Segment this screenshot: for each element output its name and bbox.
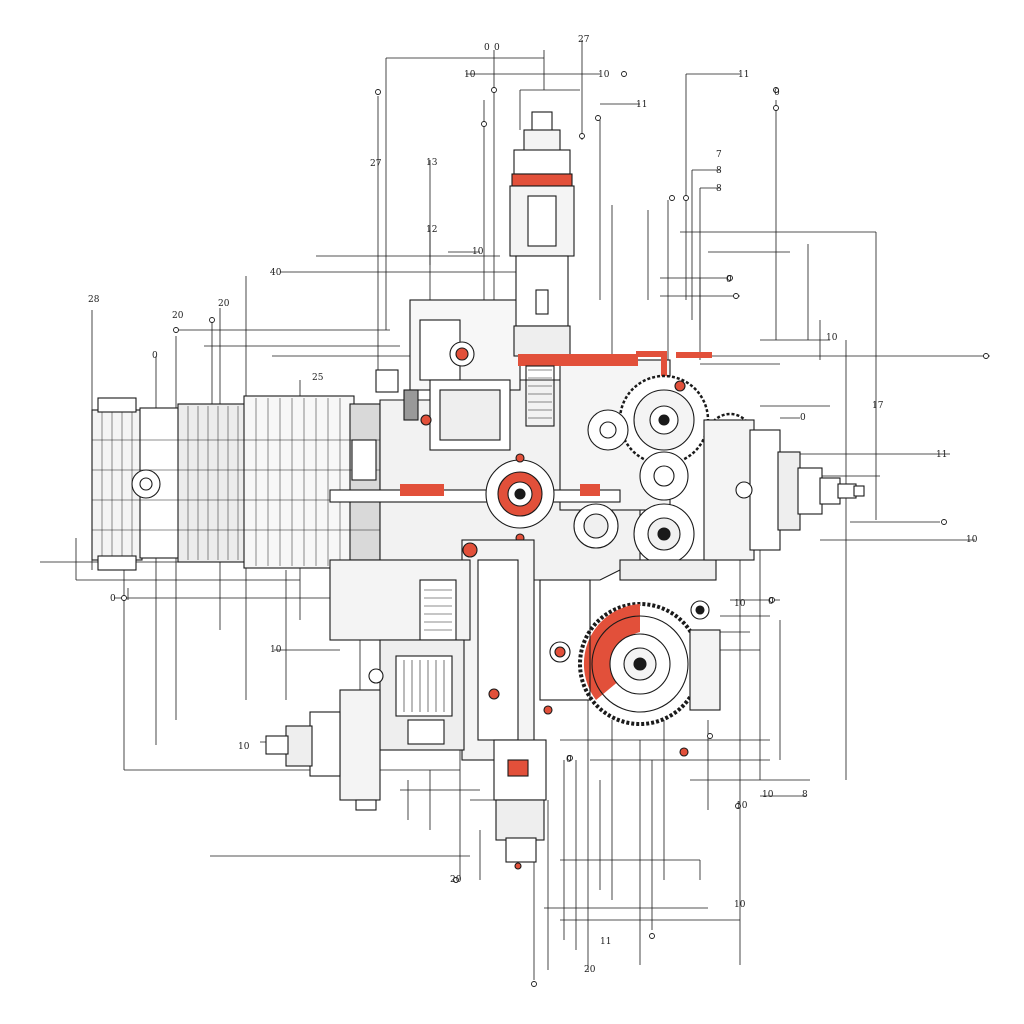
callout-21: 10	[826, 333, 838, 343]
callout-25: 0	[726, 275, 732, 285]
callout-12: 13	[426, 158, 438, 168]
callout-40: 27	[370, 159, 382, 169]
callout-5: 10	[598, 70, 610, 80]
callout-14: 10	[472, 247, 484, 257]
callout-39: 10	[736, 801, 748, 811]
callout-9: 7	[716, 150, 722, 160]
right-output-shaft	[703, 419, 865, 561]
lower-vertical-shaft	[447, 539, 553, 870]
lower-left-motor	[265, 559, 471, 811]
callout-4: 10	[464, 70, 476, 80]
callout-1: 0	[484, 43, 490, 53]
callout-3: 27	[578, 35, 590, 45]
callout-30: 8	[802, 790, 808, 800]
callout-dots	[121, 71, 989, 987]
callout-36: 11	[600, 937, 611, 947]
callout-27: 0	[110, 594, 116, 604]
gearbox-assembly	[91, 111, 865, 870]
callout-29: 10	[238, 742, 250, 752]
callout-2: 0	[494, 43, 500, 53]
callout-8: 11	[738, 70, 749, 80]
callout-35: 20	[450, 875, 462, 885]
callout-11: 8	[716, 184, 722, 194]
callout-38: 10	[734, 900, 746, 910]
motor-housing	[91, 395, 381, 571]
callout-22: 11	[936, 450, 947, 460]
large-drive-gear	[539, 579, 721, 757]
callout-18: 20	[218, 299, 230, 309]
callout-24: 17	[872, 401, 884, 411]
upper-right-gears	[573, 352, 754, 581]
callout-6: 11	[636, 100, 647, 110]
callout-37: 20	[584, 965, 596, 975]
callout-34: 0	[566, 755, 572, 765]
callout-7: 0	[774, 88, 780, 98]
callout-19: 0	[152, 351, 158, 361]
callout-32: 10	[734, 599, 746, 609]
callout-15: 40	[270, 268, 282, 278]
callout-13: 12	[426, 225, 437, 235]
callout-17: 20	[172, 311, 184, 321]
callout-28: 10	[270, 645, 282, 655]
callout-labels: 0 0 27 10 10 11 0 11 7 8 8 13 12 10 40 2…	[88, 35, 978, 975]
callout-26: 0	[800, 413, 806, 423]
callout-20: 25	[312, 373, 324, 383]
top-shaft	[509, 111, 667, 427]
callout-16: 28	[88, 295, 100, 305]
callout-23: 10	[966, 535, 978, 545]
callout-31: 10	[762, 790, 774, 800]
callout-33: 0	[768, 597, 774, 607]
callout-10: 8	[716, 166, 722, 176]
